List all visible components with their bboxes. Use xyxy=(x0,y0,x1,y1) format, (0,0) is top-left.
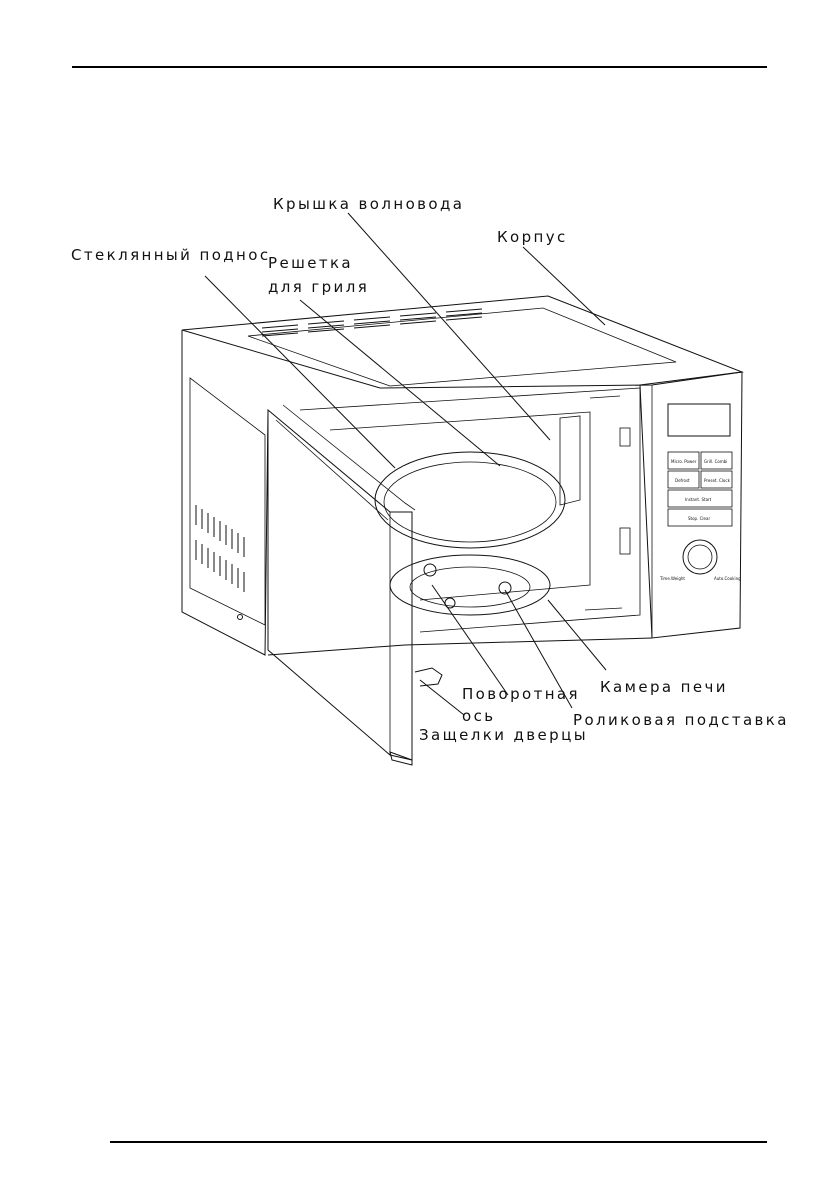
knob-label-time-weight: Time.Weight xyxy=(659,576,685,581)
microwave-body xyxy=(181,295,744,656)
label-turntable-shaft-line1: Поворотная xyxy=(462,685,580,703)
label-body: Корпус xyxy=(497,228,568,246)
callout-labels: Крышка волновода Корпус Стеклянный подно… xyxy=(71,195,789,744)
glass-tray xyxy=(374,451,566,549)
label-oven-cavity: Камера печи xyxy=(600,678,728,696)
panel-button-stop-clear: Stop. Clear xyxy=(688,516,710,521)
leader-lines xyxy=(204,212,607,716)
bottom-rule xyxy=(110,1141,767,1143)
panel-button-defrost: Defrost xyxy=(675,478,690,483)
open-door xyxy=(267,404,443,766)
label-door-latches: Защелки дверцы xyxy=(419,726,588,744)
roller-support-ring xyxy=(389,554,551,616)
top-vents xyxy=(261,308,483,337)
panel-button-preset-clock: Preset. Clock xyxy=(704,478,731,483)
side-vents xyxy=(195,505,245,620)
knob-label-auto-cooking: Auto.Cooking xyxy=(714,576,741,581)
top-rule xyxy=(72,66,767,68)
label-grill-rack-line2: для гриля xyxy=(268,278,369,296)
label-roller-support: Роликовая подставка xyxy=(573,711,789,729)
label-waveguide-cover: Крышка волновода xyxy=(273,195,464,213)
label-turntable-shaft-line2: ось xyxy=(462,707,495,725)
label-grill-rack-line1: Решетка xyxy=(268,254,353,272)
dial-knob xyxy=(682,539,718,575)
panel-button-instant-start: Instant. Start xyxy=(685,497,712,502)
label-glass-tray: Стеклянный поднос xyxy=(71,246,270,264)
panel-button-micro-power: Micro. Power xyxy=(671,459,697,464)
control-panel: Micro. Power Grill. Combi Defrost Preset… xyxy=(659,403,741,581)
panel-button-grill-combi: Grill. Combi xyxy=(704,459,727,464)
